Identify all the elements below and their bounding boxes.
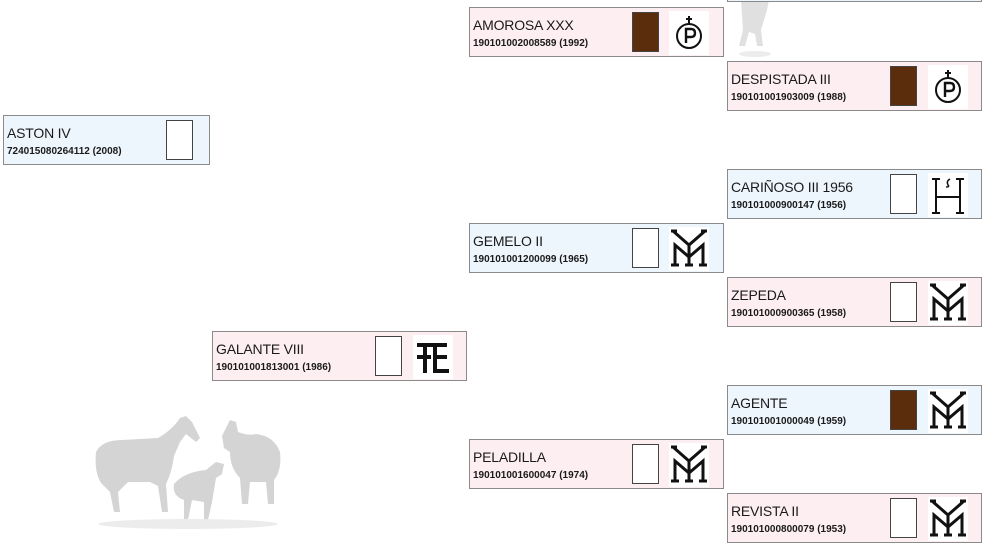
coat-color-swatch [890, 282, 917, 322]
brand-ym-icon [669, 443, 709, 487]
horse-registry-code: 190101001600047 (1974) [473, 470, 589, 481]
pedigree-node-galante[interactable]: GALANTE VIII 190101001813001 (1986) [212, 331, 467, 381]
horse-name: AGENTE [731, 395, 788, 411]
coat-color-swatch [166, 120, 193, 160]
pedigree-node-gemelo[interactable]: GEMELO II 190101001200099 (1965) [469, 223, 724, 273]
horse-registry-code: 190101001000049 (1959) [731, 416, 847, 427]
horse-name: ASTON IV [7, 125, 71, 141]
brand-ym-icon [928, 389, 968, 433]
coat-color-swatch [632, 12, 659, 52]
horse-registry-code: 190101001813001 (1986) [216, 362, 332, 373]
pedigree-node-aston[interactable]: ASTON IV 724015080264112 (2008) [3, 115, 210, 165]
horse-registry-code: 190101001200099 (1965) [473, 254, 589, 265]
horse-registry-code: 190101002008589 (1992) [473, 38, 589, 49]
coat-color-swatch [890, 498, 917, 538]
horse-name: GALANTE VIII [216, 341, 304, 357]
horse-name: AMOROSA XXX [473, 17, 574, 33]
horse-registry-code: 190101000900147 (1956) [731, 200, 847, 211]
brand-p-circle-icon [928, 65, 968, 109]
horse-registry-code: 190101000900365 (1958) [731, 308, 847, 319]
coat-color-swatch [375, 336, 402, 376]
brand-h-gate-icon [928, 173, 968, 217]
horses-watermark [88, 412, 288, 532]
horse-name: REVISTA II [731, 503, 799, 519]
horse-name: GEMELO II [473, 233, 543, 249]
pedigree-node-carinoso[interactable]: CARIÑOSO III 1956 190101000900147 (1956) [727, 169, 982, 219]
horse-registry-code: 724015080264112 (2008) [7, 146, 122, 157]
horse-registry-code: 190101000800079 (1953) [731, 524, 847, 535]
horse-registry-code: 190101001903009 (1988) [731, 92, 847, 103]
coat-color-swatch [890, 174, 917, 214]
brand-ym-icon [928, 281, 968, 325]
brand-p-circle-icon [669, 11, 709, 55]
brand-fe-icon [413, 335, 453, 379]
pedigree-node-agente[interactable]: AGENTE 190101001000049 (1959) [727, 385, 982, 435]
pedigree-node-peladilla[interactable]: PELADILLA 190101001600047 (1974) [469, 439, 724, 489]
pedigree-node-zepeda[interactable]: ZEPEDA 190101000900365 (1958) [727, 277, 982, 327]
pedigree-node-amorosa[interactable]: AMOROSA XXX 190101002008589 (1992) [469, 7, 724, 57]
coat-color-swatch [890, 390, 917, 430]
pedigree-node-partial[interactable] [727, 0, 982, 2]
brand-ym-icon [928, 497, 968, 541]
horse-watermark-top [735, 0, 775, 60]
horse-name: PELADILLA [473, 449, 546, 465]
pedigree-node-despistada[interactable]: DESPISTADA III 190101001903009 (1988) [727, 61, 982, 111]
coat-color-swatch [632, 228, 659, 268]
brand-ym-icon [669, 227, 709, 271]
coat-color-swatch [632, 444, 659, 484]
horse-name: DESPISTADA III [731, 71, 831, 87]
horse-name: CARIÑOSO III 1956 [731, 179, 853, 195]
pedigree-node-revista[interactable]: REVISTA II 190101000800079 (1953) [727, 493, 982, 543]
horse-name: ZEPEDA [731, 287, 786, 303]
coat-color-swatch [890, 66, 917, 106]
